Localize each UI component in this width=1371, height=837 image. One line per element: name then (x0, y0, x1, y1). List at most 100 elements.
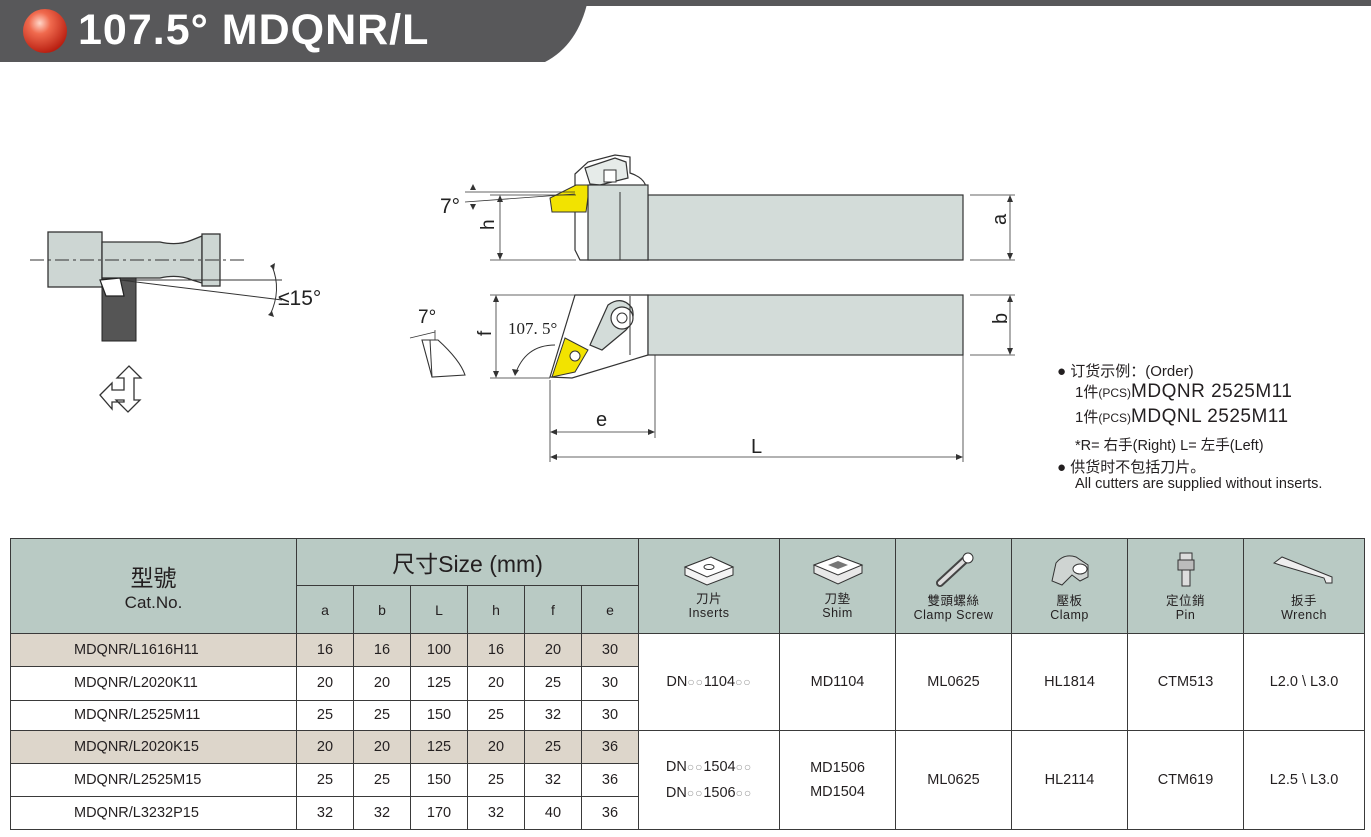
size-header: 尺寸Size (mm) (296, 537, 639, 587)
a-cell: 16 (296, 633, 354, 668)
b-cell: 25 (353, 762, 411, 797)
header-rule (0, 0, 1371, 6)
order-pcs-1: (PCS) (1098, 386, 1132, 400)
insert-header-cn: 刀片 (695, 591, 722, 606)
order-code-2: MDQNL 2525M11 (1131, 406, 1289, 427)
pin-header-cn: 定位銷 (1165, 593, 1205, 608)
dim-e-label: e (596, 409, 607, 431)
table-row: MDQNR/L2020K11 20 20 125 20 25 30 (10, 666, 1365, 701)
insert-placeholder: ○○ (686, 785, 704, 800)
parts-wrench-header: 扳手 Wrench (1243, 537, 1365, 635)
dim-L-label: L (751, 436, 762, 458)
angle-7-side-label: 7° (418, 307, 436, 328)
table-row: MDQNR/L3232P15 32 32 170 32 40 36 (10, 795, 1365, 831)
e-cell: 36 (581, 795, 639, 831)
cat-no-header-cn: 型號 (130, 565, 177, 592)
angle-15-label: ≤15° (278, 287, 321, 310)
angle-1075-label: 107. 5° (508, 319, 557, 338)
insert-prefix: DN (665, 784, 687, 801)
insert-placeholder: ○○ (686, 759, 704, 774)
cat-no-header-en: Cat.No. (124, 593, 183, 613)
a-cell: 25 (296, 762, 354, 797)
tool-dimension-drawing: h a 7° 7° 107. 5° f b e L (409, 154, 1015, 462)
cat-no-cell: MDQNR/L2020K15 (10, 729, 297, 764)
supply-note-cn-row: ● 供货时不包括刀片。 (1057, 459, 1206, 476)
shim-line-2: MD1504 (810, 783, 865, 800)
insert-placeholder: ○○ (735, 785, 753, 800)
e-cell: 36 (581, 762, 639, 797)
a-cell: 32 (296, 795, 354, 831)
shim-cell: MD1104 (779, 633, 896, 731)
insert-line-2: DN○○1506○○ (639, 785, 779, 801)
clamp-icon (1050, 555, 1088, 586)
order-example-line-1: 1件(PCS)MDQNR 2525M11 (1075, 381, 1292, 403)
pin-cell: CTM513 (1127, 633, 1244, 731)
L-cell: 125 (410, 729, 468, 764)
insert-icon (683, 556, 735, 586)
shim-header-cn: 刀墊 (824, 591, 851, 606)
spec-table: 型號 Cat.No. 尺寸Size (mm) 刀片 Inserts 刀墊 Shi… (10, 537, 1365, 831)
pin-cell: CTM619 (1127, 729, 1244, 831)
dim-b-label: b (990, 313, 1012, 324)
table-row: MDQNR/L2525M15 25 25 150 25 32 36 (10, 762, 1365, 797)
insert-cell: DN○○1104○○ (638, 633, 780, 731)
L-cell: 125 (410, 666, 468, 701)
screw-cell: ML0625 (895, 729, 1012, 831)
pin-header-en: Pin (1175, 607, 1196, 622)
screw-cell: ML0625 (895, 633, 1012, 731)
insert-cell: DN○○1504○○ DN○○1506○○ (638, 729, 780, 831)
cat-no-cell: MDQNR/L1616H11 (10, 633, 297, 668)
parts-insert-header: 刀片 Inserts (638, 537, 780, 635)
shim-icon (812, 555, 863, 585)
b-cell: 20 (353, 729, 411, 764)
f-cell: 32 (524, 762, 582, 797)
e-cell: 30 (581, 699, 639, 731)
f-cell: 25 (524, 729, 582, 764)
col-a-header: a (296, 585, 354, 635)
insert-placeholder: ○○ (735, 674, 752, 689)
clamp-header-cn: 壓板 (1056, 593, 1083, 608)
h-cell: 20 (467, 666, 525, 701)
screw-header-en: Clamp Screw (913, 607, 994, 622)
insert-line-1: DN○○1504○○ (639, 759, 779, 775)
hand-legend: *R= 右手(Right) L= 左手(Left) (1075, 438, 1264, 454)
a-cell: 20 (296, 666, 354, 701)
order-example-heading: ● 订货示例：(Order) (1057, 363, 1194, 380)
insert-code: 1504 (703, 758, 736, 775)
order-pcs-2: (PCS) (1098, 411, 1132, 425)
pin-icon (1177, 552, 1194, 587)
f-cell: 20 (524, 633, 582, 668)
L-cell: 150 (410, 699, 468, 731)
angle-7-top-label: 7° (440, 195, 460, 218)
wrench-header-en: Wrench (1281, 607, 1327, 622)
wrench-icon (1272, 556, 1333, 584)
parts-screw-header: 雙頭螺絲 Clamp Screw (895, 537, 1012, 635)
e-cell: 30 (581, 633, 639, 668)
order-code-1: MDQNR 2525M11 (1131, 381, 1293, 402)
insert-placeholder: ○○ (687, 674, 704, 689)
supply-note-en: All cutters are supplied without inserts… (1075, 476, 1323, 492)
L-cell: 170 (410, 795, 468, 831)
clamp-cell: HL1814 (1011, 633, 1128, 731)
parts-clamp-header: 壓板 Clamp (1011, 537, 1128, 635)
insert-header-en: Inserts (688, 605, 730, 620)
h-cell: 16 (467, 633, 525, 668)
L-cell: 150 (410, 762, 468, 797)
col-f-header: f (524, 585, 582, 635)
f-cell: 32 (524, 699, 582, 731)
b-cell: 20 (353, 666, 411, 701)
wrench-cell: L2.0 \ L3.0 (1243, 633, 1365, 731)
page-title: 107.5° MDQNR/L (78, 6, 430, 54)
clamp-cell: HL2114 (1011, 729, 1128, 831)
a-cell: 20 (296, 729, 354, 764)
col-e-header: e (581, 585, 639, 635)
cat-no-cell: MDQNR/L3232P15 (10, 795, 297, 831)
title-banner (0, 0, 588, 62)
insert-code: 1506 (703, 784, 736, 801)
insert-prefix: DN (666, 673, 688, 690)
cat-no-cell: MDQNR/L2525M11 (10, 699, 297, 731)
h-cell: 25 (467, 762, 525, 797)
shim-line-1: MD1506 (810, 759, 865, 776)
side-view-drawing: ≤15° (30, 231, 321, 413)
parts-pin-header: 定位銷 Pin (1127, 537, 1244, 635)
